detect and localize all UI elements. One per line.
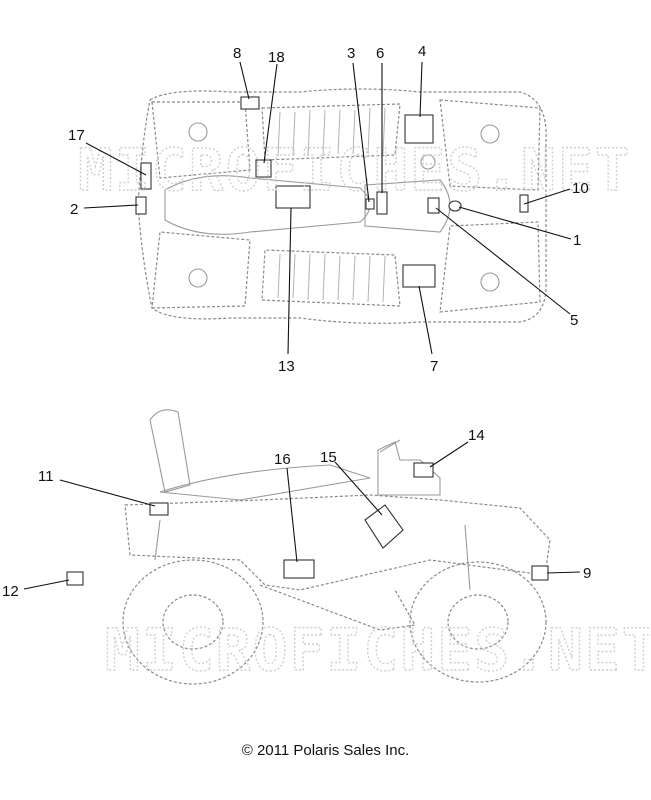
- top-view-vehicle: [135, 88, 547, 324]
- callout-11: 11: [38, 468, 54, 485]
- callout-16: 16: [274, 451, 291, 468]
- callout-9: 9: [583, 565, 591, 582]
- callout-4: 4: [418, 43, 426, 60]
- decal-9: [531, 565, 549, 581]
- callout-13: 13: [278, 358, 295, 375]
- callout-1: 1: [573, 232, 581, 249]
- decal-14: [413, 462, 434, 478]
- decal-5: [427, 197, 440, 214]
- decal-18: [255, 159, 272, 178]
- callout-17: 17: [68, 127, 85, 144]
- top-view-callouts: 8 18 3 6 4 17 10 2 1 5 13 7: [68, 43, 589, 375]
- watermark-top: MICROFICHES.NET: [78, 136, 632, 204]
- copyright-text: © 2011 Polaris Sales Inc.: [241, 742, 410, 759]
- callout-2: 2: [70, 201, 78, 218]
- leader-lines: [23, 61, 581, 590]
- callout-15: 15: [320, 449, 337, 466]
- decal-7: [402, 264, 436, 288]
- decal-4: [404, 114, 434, 144]
- decal-8: [240, 96, 260, 110]
- watermark-bottom: MICROFICHES.NET: [105, 616, 651, 684]
- callout-6: 6: [376, 45, 384, 62]
- decal-13: [275, 185, 311, 209]
- callout-14: 14: [468, 427, 485, 444]
- callout-5: 5: [570, 312, 578, 329]
- callout-12: 12: [2, 583, 19, 600]
- decal-16: [283, 559, 315, 579]
- callout-8: 8: [233, 45, 241, 62]
- decal-1: [448, 200, 462, 212]
- decal-3: [365, 198, 375, 210]
- side-view-vehicle: [66, 409, 551, 685]
- callout-3: 3: [347, 45, 355, 62]
- decal-12: [66, 571, 84, 586]
- callout-7: 7: [430, 358, 438, 375]
- side-view-callouts: 14 16 15 11 9 12: [2, 427, 591, 600]
- decal-11: [149, 502, 169, 516]
- decal-17: [140, 162, 152, 190]
- callout-10: 10: [572, 180, 589, 197]
- callout-18: 18: [268, 49, 285, 66]
- decal-15: [364, 504, 404, 549]
